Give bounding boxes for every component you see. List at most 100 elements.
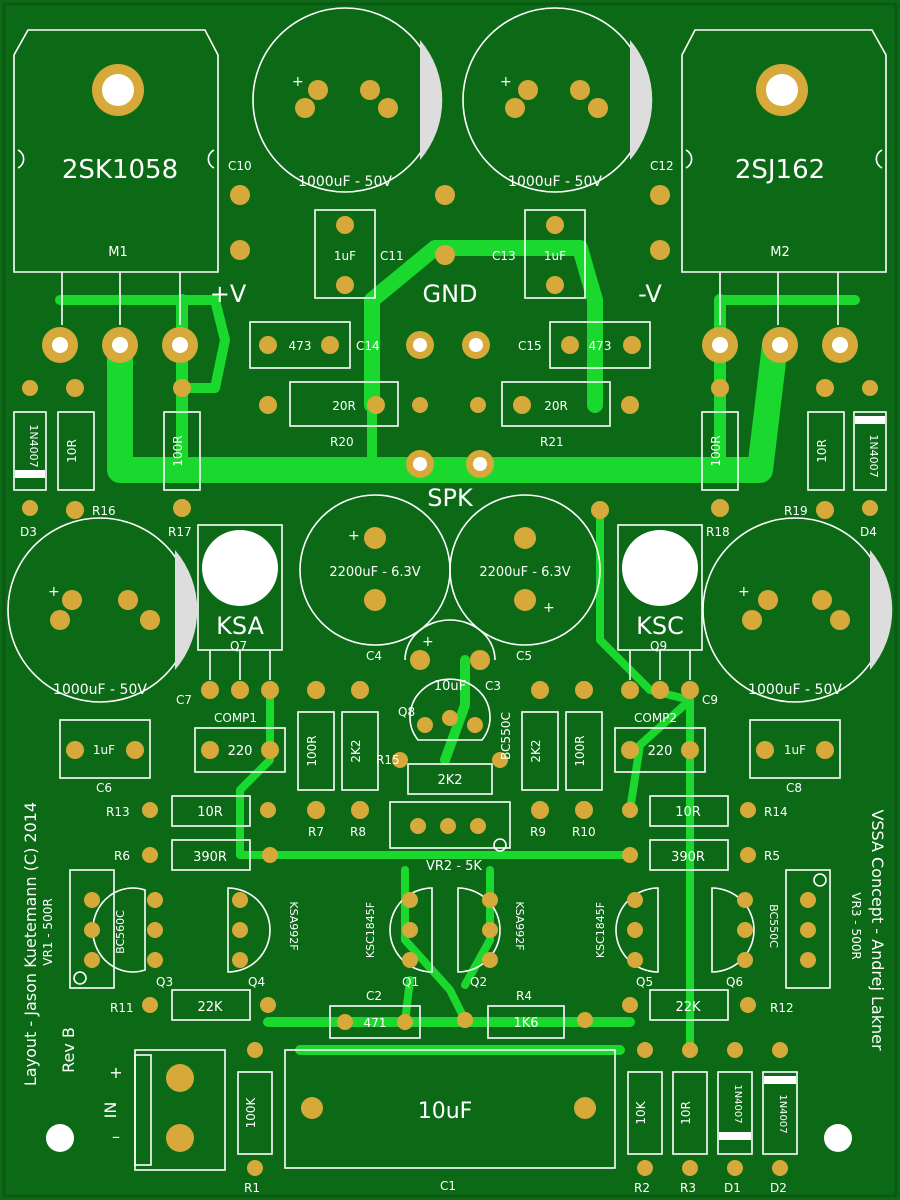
c9-value: 1000uF - 50V bbox=[748, 682, 842, 698]
diode-d1: 1N4007 D1 bbox=[717, 1042, 753, 1195]
vr2-ref: VR2 - 5K bbox=[426, 859, 482, 874]
mount-hole-tr bbox=[824, 1124, 852, 1152]
r5-ref: R5 bbox=[764, 849, 780, 863]
net-neg-label: -V bbox=[638, 280, 662, 308]
r11-ref: R11 bbox=[110, 1001, 134, 1015]
layout-credit: Layout - Jason Kuetemann (C) 2014 bbox=[21, 802, 40, 1086]
d3-value: 1N4007 bbox=[27, 424, 40, 467]
c15-ref: C15 bbox=[518, 339, 542, 353]
c6-value: 1uF bbox=[93, 743, 115, 757]
res-r9: 2K2 R9 bbox=[521, 681, 559, 839]
res-r11: 22K R11 bbox=[110, 989, 276, 1021]
res-r5: 390R R5 bbox=[622, 839, 780, 871]
q2-part: KSA992F bbox=[513, 901, 526, 950]
c12-ref: C12 bbox=[650, 159, 674, 173]
res-r6: 390R R6 bbox=[114, 839, 278, 871]
q8-ref: Q8 bbox=[398, 705, 415, 719]
q4-ref: Q4 bbox=[248, 975, 265, 989]
input-in-label: IN bbox=[101, 1102, 120, 1119]
r8-ref: R8 bbox=[350, 825, 366, 839]
r18-ref: R18 bbox=[706, 525, 730, 539]
q9-ref: Q9 bbox=[650, 639, 667, 653]
cap-c2: 471 C2 bbox=[329, 989, 421, 1039]
m1-ref-label: M1 bbox=[108, 245, 128, 260]
comp1-value: 220 bbox=[228, 744, 253, 759]
res-r16: 10R R16 bbox=[57, 379, 116, 519]
cap-c11: 1uF C11 bbox=[314, 209, 404, 299]
cap-c13: 1uF C13 bbox=[492, 209, 586, 299]
driver-q7: KSA Q7 bbox=[197, 524, 283, 699]
c11-value: 1uF bbox=[334, 249, 356, 263]
transistor-q3: BC560C Q3 bbox=[92, 887, 173, 989]
c2-value: 471 bbox=[364, 1016, 387, 1030]
cap-c7: + 1000uF - 50V C7 bbox=[7, 517, 198, 707]
c8-value: 1uF bbox=[784, 743, 806, 757]
c1-ref: C1 bbox=[440, 1179, 456, 1193]
r3-ref: R3 bbox=[680, 1181, 696, 1195]
r17-value: 100R bbox=[171, 435, 185, 466]
trimmer-vr1: VR1 - 500R bbox=[41, 869, 115, 989]
c3-ref: C3 bbox=[485, 679, 501, 693]
r9-value: 2K2 bbox=[529, 739, 543, 762]
m2-part-label: 2SJ162 bbox=[735, 155, 825, 185]
d2-ref: D2 bbox=[770, 1181, 787, 1195]
diode-d2: 1N4007 D2 bbox=[762, 1042, 798, 1195]
r10-value: 100R bbox=[573, 735, 587, 766]
q5-part: KSC1845F bbox=[594, 902, 607, 958]
r12-value: 22K bbox=[675, 1000, 701, 1015]
comp2-value: 220 bbox=[648, 744, 673, 759]
vr3-ref: VR3 - 500R bbox=[849, 892, 863, 959]
transistor-q2: KSA992F Q2 bbox=[457, 887, 526, 989]
c14-ref: C14 bbox=[356, 339, 380, 353]
c12-plus: + bbox=[500, 74, 512, 90]
c5-value: 2200uF - 6.3V bbox=[479, 565, 570, 580]
cap-c9: + 1000uF - 50V C9 bbox=[702, 517, 893, 707]
cap-c10: + 1000uF - 50V C10 bbox=[228, 7, 443, 193]
input-minus-label: – bbox=[112, 1127, 120, 1146]
transistor-q4: KSA992F Q4 bbox=[227, 887, 300, 989]
d1-ref: D1 bbox=[724, 1181, 741, 1195]
c7-plus: + bbox=[48, 584, 60, 600]
q6-ref: Q6 bbox=[726, 975, 743, 989]
transistor-q6: BC550C Q6 bbox=[711, 887, 780, 989]
diode-d4: 1N4007 D4 bbox=[853, 380, 887, 539]
c10-plus: + bbox=[292, 74, 304, 90]
c11-ref: C11 bbox=[380, 249, 404, 263]
r19-value: 10R bbox=[815, 439, 829, 463]
q4-part: KSA992F bbox=[287, 901, 300, 950]
c5-ref: C5 bbox=[516, 649, 532, 663]
cap-c1: 10uF C1 bbox=[284, 1049, 616, 1193]
res-r14: 10R R14 bbox=[622, 795, 788, 827]
q2-ref: Q2 bbox=[470, 975, 487, 989]
r3-value: 10R bbox=[679, 1101, 693, 1125]
d4-value: 1N4007 bbox=[867, 434, 880, 477]
res-r1: 100K R1 bbox=[237, 1042, 273, 1195]
cap-c6: 1uF C6 bbox=[59, 719, 151, 795]
c1-value: 10uF bbox=[418, 1099, 473, 1124]
vr1-ref: VR1 - 500R bbox=[41, 898, 55, 965]
r11-value: 22K bbox=[197, 1000, 223, 1015]
cap-c15: 473 C15 bbox=[518, 321, 651, 369]
r13-value: 10R bbox=[197, 805, 223, 820]
c10-ref: C10 bbox=[228, 159, 252, 173]
r2-value: 10K bbox=[634, 1100, 648, 1124]
res-r13: 10R R13 bbox=[106, 795, 276, 827]
input-terminal: + – IN bbox=[101, 1049, 226, 1171]
res-r3: 10R R3 bbox=[672, 1042, 708, 1195]
net-pos-label: +V bbox=[210, 280, 247, 308]
mosfet-m1: 2SK1058 M1 bbox=[13, 29, 219, 325]
c13-value: 1uF bbox=[544, 249, 566, 263]
r7-value: 100R bbox=[305, 735, 319, 766]
r16-ref: R16 bbox=[92, 504, 116, 518]
comp1-ref: COMP1 bbox=[214, 711, 257, 725]
d3-ref: D3 bbox=[20, 525, 37, 539]
d4-ref: D4 bbox=[860, 525, 877, 539]
res-r17: 100R R17 bbox=[163, 379, 201, 539]
r14-ref: R14 bbox=[764, 805, 788, 819]
r14-value: 10R bbox=[675, 805, 701, 820]
r13-ref: R13 bbox=[106, 805, 130, 819]
r2-ref: R2 bbox=[634, 1181, 650, 1195]
trimmer-vr2: VR2 - 5K bbox=[389, 801, 511, 874]
c15-value: 473 bbox=[589, 339, 612, 353]
